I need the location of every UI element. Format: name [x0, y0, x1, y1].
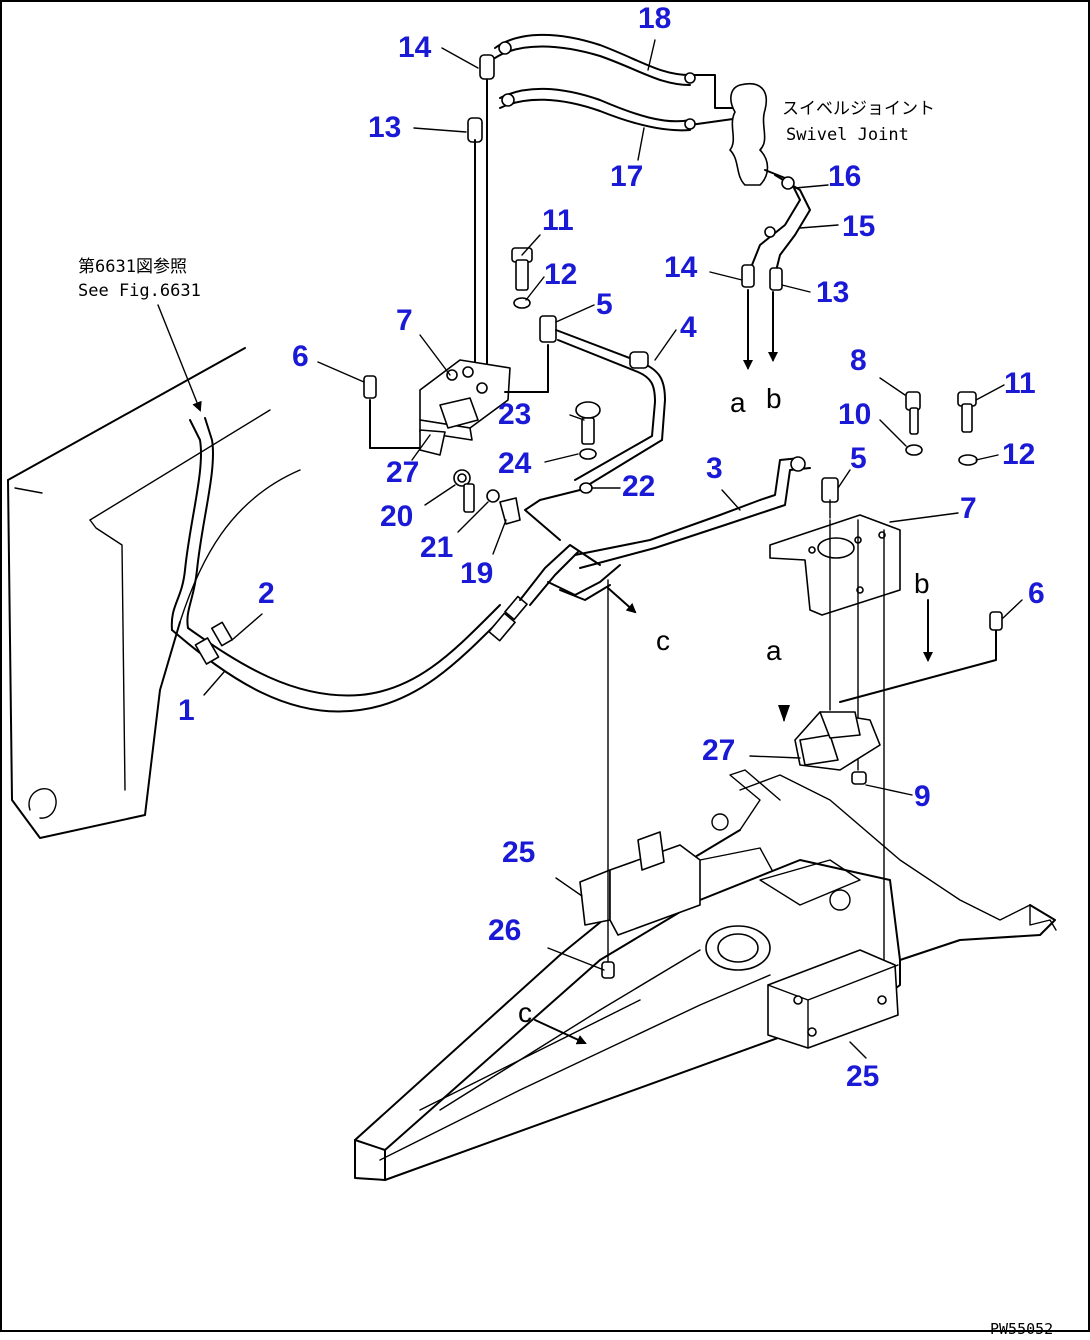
- callout-7: 7: [960, 492, 977, 525]
- drawing-code: PW55052: [990, 1320, 1053, 1338]
- valve-bracket-right: [769, 391, 1003, 961]
- reference-label-jp: 第6631図参照: [78, 257, 187, 277]
- callout-5: 5: [850, 442, 867, 475]
- callout-17: 17: [610, 160, 643, 193]
- callout-22: 22: [622, 470, 655, 503]
- callout-24: 24: [498, 447, 532, 480]
- reference-arrow: [157, 304, 202, 412]
- callout-numbers: 14 18 13 17 16 15 11 12 14 13 7 5 4 6 8 …: [178, 2, 1045, 1093]
- callout-25: 25: [846, 1060, 879, 1093]
- pipe-4: [524, 329, 666, 541]
- callout-5: 5: [596, 288, 613, 321]
- callout-27: 27: [702, 734, 735, 767]
- leader-lines: [203, 39, 1023, 1059]
- callout-25: 25: [502, 836, 535, 869]
- callout-20: 20: [380, 500, 413, 533]
- hose-assembly-1-2: [170, 417, 601, 713]
- callout-23: 23: [498, 398, 531, 431]
- callout-2: 2: [258, 577, 275, 610]
- connection-letter-b: b: [766, 383, 782, 414]
- connection-letter-a: a: [730, 387, 746, 418]
- callout-13: 13: [368, 111, 401, 144]
- callout-16: 16: [828, 160, 861, 193]
- callout-11: 11: [1004, 367, 1036, 400]
- machine-body-left: [7, 347, 301, 839]
- annotations: スイベルジョイント Swivel Joint 第6631図参照 See Fig.…: [78, 99, 1053, 1338]
- callout-14: 14: [398, 31, 432, 64]
- connection-letter-a: a: [766, 635, 782, 666]
- callout-19: 19: [460, 557, 493, 590]
- swivel-joint-label-en: Swivel Joint: [786, 125, 909, 145]
- callout-8: 8: [850, 344, 867, 377]
- callout-4: 4: [680, 311, 697, 344]
- callout-12: 12: [1002, 438, 1035, 471]
- callout-3: 3: [706, 452, 723, 485]
- reference-label-en: See Fig.6631: [78, 281, 201, 301]
- callout-10: 10: [838, 398, 871, 431]
- callout-6: 6: [292, 340, 309, 373]
- callout-11: 11: [542, 204, 574, 237]
- callout-13: 13: [816, 276, 849, 309]
- callout-7: 7: [396, 304, 413, 337]
- callout-1: 1: [178, 694, 195, 727]
- valve-block-upper: [363, 315, 557, 456]
- swivel-joint-label-jp: スイベルジョイント: [782, 99, 935, 119]
- connection-letter-b: b: [914, 568, 930, 599]
- callout-27: 27: [386, 456, 419, 489]
- hoses-17-18: [467, 33, 741, 369]
- callout-12: 12: [544, 258, 577, 291]
- connection-letters: a b b a c c: [518, 383, 930, 1028]
- lower-frame: [354, 579, 1057, 1181]
- callout-6: 6: [1028, 577, 1045, 610]
- callout-21: 21: [420, 531, 453, 564]
- callout-18: 18: [638, 2, 671, 35]
- callout-26: 26: [488, 914, 521, 947]
- connection-letter-c: c: [656, 625, 670, 656]
- callout-15: 15: [842, 210, 875, 243]
- pipe-3: [547, 456, 839, 601]
- callout-9: 9: [914, 780, 931, 813]
- callout-14: 14: [664, 251, 698, 284]
- connection-letter-c: c: [518, 997, 532, 1028]
